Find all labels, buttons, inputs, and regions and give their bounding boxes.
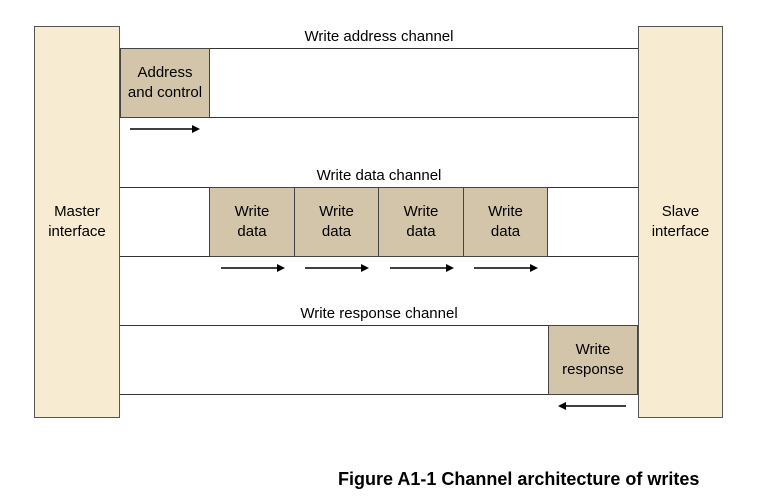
slave-interface-box: Slave interface bbox=[638, 26, 723, 418]
write-address-direction-arrow bbox=[130, 125, 200, 133]
write-response-channel-label: Write response channel bbox=[300, 305, 458, 322]
write-data-packet: Write data bbox=[209, 187, 295, 257]
write-data-direction-arrow bbox=[390, 264, 454, 272]
write-data-direction-arrow bbox=[221, 264, 285, 272]
write-data-channel-label: Write data channel bbox=[316, 167, 442, 184]
figure-caption: Figure A1-1 Channel architecture of writ… bbox=[338, 469, 700, 489]
write-data-packet: Write data bbox=[463, 187, 548, 257]
write-data-direction-arrow bbox=[305, 264, 369, 272]
write-address-channel-label: Write address channel bbox=[304, 28, 454, 45]
address-and-control-packet: Address and control bbox=[120, 48, 210, 118]
write-data-packet: Write data bbox=[378, 187, 464, 257]
write-data-packet: Write data bbox=[294, 187, 379, 257]
write-data-direction-arrow bbox=[474, 264, 538, 272]
write-response-packet: Write response bbox=[548, 325, 638, 395]
master-interface-box: Master interface bbox=[34, 26, 120, 418]
write-response-direction-arrow bbox=[558, 402, 626, 410]
